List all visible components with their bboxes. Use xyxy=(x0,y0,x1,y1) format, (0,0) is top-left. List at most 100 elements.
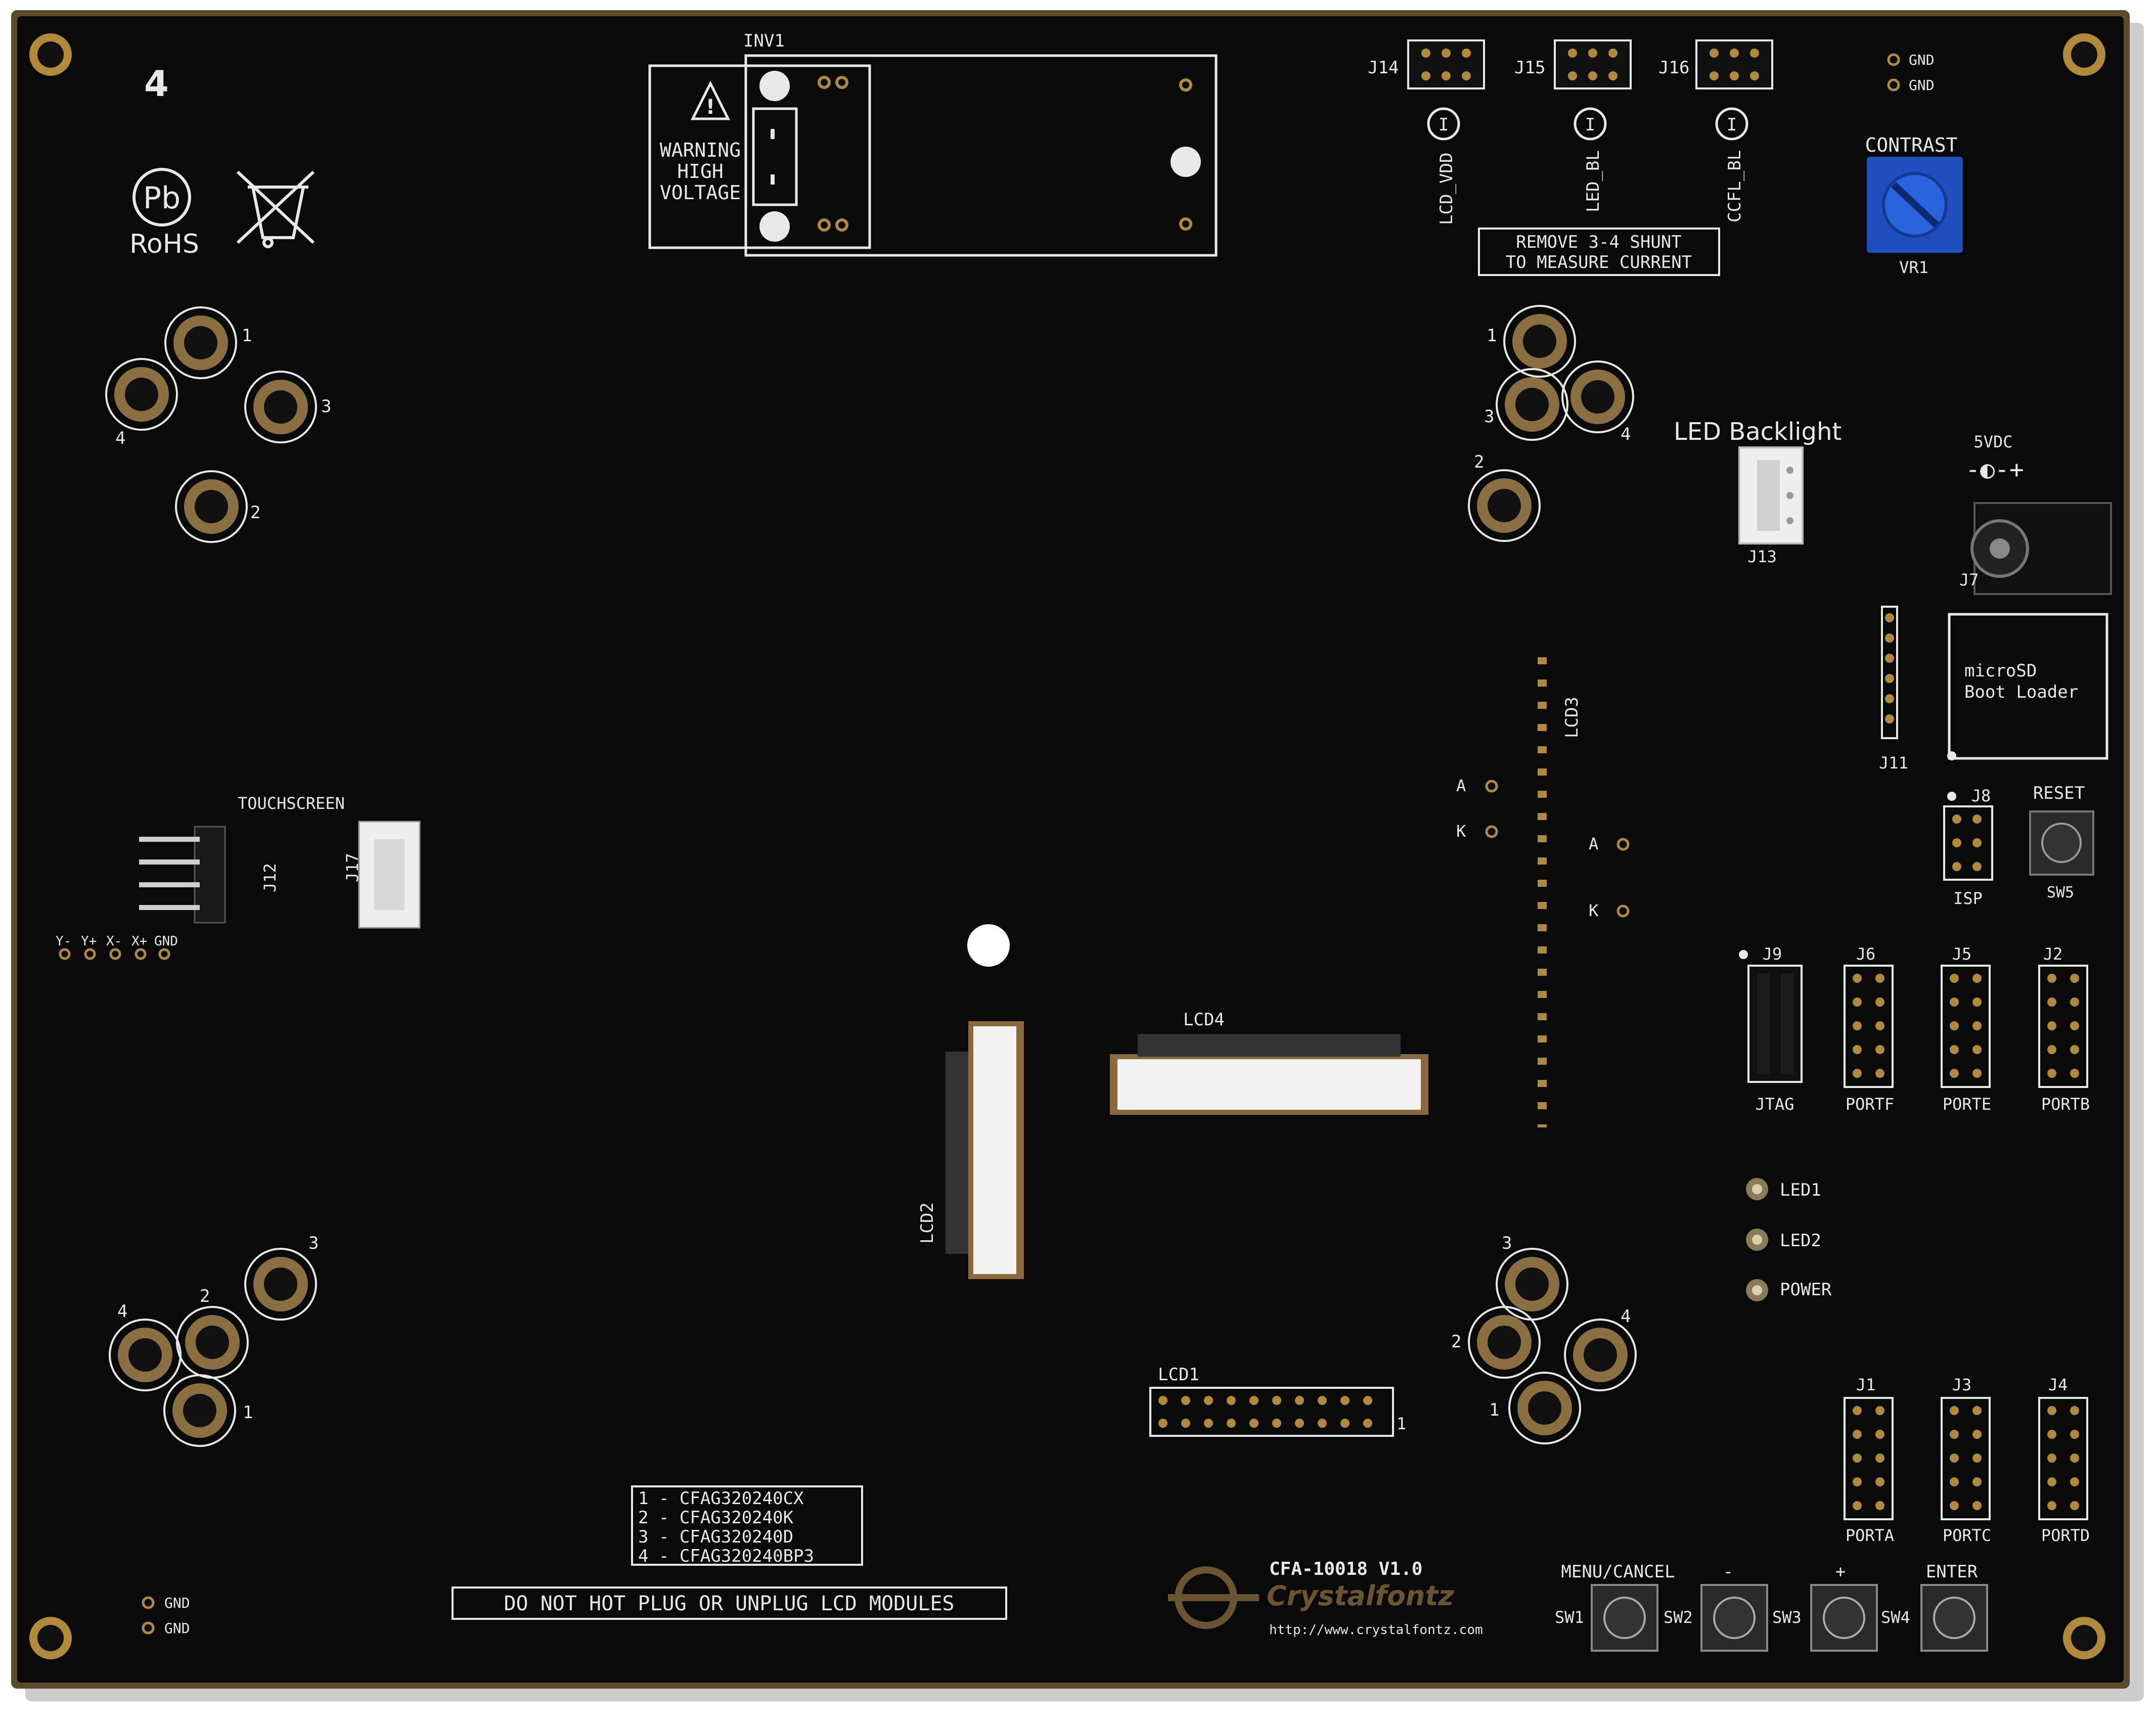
lcd1-header[interactable]: LCD1 1 xyxy=(1149,1365,1406,1437)
corner-mount-holes xyxy=(29,33,2105,1659)
svg-text:Boot Loader: Boot Loader xyxy=(1964,682,2078,702)
port-header-j6[interactable]: J6 PORTF xyxy=(1844,944,1894,1114)
svg-text:LCD2: LCD2 xyxy=(917,1202,937,1244)
svg-text:4: 4 xyxy=(115,428,125,448)
jumper-j14[interactable]: J14 I LCD_VDD xyxy=(1368,39,1485,225)
mount-group-top-right: 1 2 3 4 xyxy=(1468,305,1634,542)
svg-text:4: 4 xyxy=(1621,1306,1631,1327)
svg-text:K: K xyxy=(1589,901,1599,920)
led-backlight-connector-j13[interactable]: LED Backlight J13 xyxy=(1674,418,1841,566)
ammeter-icon xyxy=(1427,107,1460,141)
svg-text:TOUCHSCREEN: TOUCHSCREEN xyxy=(238,794,345,813)
power-led-label: POWER xyxy=(1780,1280,1832,1300)
port-header-j5[interactable]: J5 PORTE xyxy=(1941,944,1991,1114)
gnd-bottom: GND GND xyxy=(142,1595,190,1637)
crystalfontz-logo-icon xyxy=(1168,1566,1259,1629)
svg-text:SW5: SW5 xyxy=(2047,884,2074,901)
svg-text:1: 1 xyxy=(1397,1414,1406,1433)
svg-text:GND: GND xyxy=(1909,52,1935,68)
svg-text:J17: J17 xyxy=(343,853,362,882)
svg-text:J8: J8 xyxy=(1971,786,1991,805)
button-sw3[interactable]: + SW3 xyxy=(1772,1562,1878,1652)
reset-button-sw5[interactable]: RESET SW5 xyxy=(2029,783,2094,901)
svg-text:+: + xyxy=(1835,1562,1846,1582)
svg-text:J14: J14 xyxy=(1368,58,1399,78)
svg-text:4: 4 xyxy=(1621,424,1631,444)
svg-text:JTAG: JTAG xyxy=(1755,1095,1794,1114)
svg-text:CFA-10018 V1.0: CFA-10018 V1.0 xyxy=(1269,1559,1422,1579)
button-sw2[interactable]: - SW2 xyxy=(1664,1562,1768,1652)
svg-text:K: K xyxy=(1456,822,1466,841)
inverter-inv1: INV1 ! WARNING HIGH VOLTAGE xyxy=(648,31,1218,257)
port-header-j1[interactable]: J1 PORTA xyxy=(1844,1375,1894,1545)
svg-text:SW2: SW2 xyxy=(1664,1608,1693,1627)
svg-text:I: I xyxy=(1585,115,1595,135)
svg-text:GND: GND xyxy=(1909,77,1935,94)
lcd2-connector[interactable]: LCD2 xyxy=(917,1021,1024,1279)
svg-text:2 - CFAG320240K: 2 - CFAG320240K xyxy=(638,1508,794,1528)
svg-text:GND: GND xyxy=(154,934,178,949)
svg-text:2: 2 xyxy=(250,503,260,523)
inverter-warning-line1: WARNING xyxy=(660,139,741,161)
svg-text:J3: J3 xyxy=(1952,1375,1972,1394)
crossed-bin-icon xyxy=(236,170,315,248)
svg-text:CONTRAST: CONTRAST xyxy=(1865,134,1957,156)
jumper-j16[interactable]: J16 I CCFL_BL xyxy=(1658,39,1773,222)
svg-text:LCD_VDD: LCD_VDD xyxy=(1436,153,1457,225)
svg-text:J13: J13 xyxy=(1747,547,1777,566)
contrast-pot-vr1[interactable]: CONTRAST VR1 xyxy=(1865,134,1963,277)
power-jack-j7[interactable]: 5VDC -◐-+ J7 xyxy=(1959,432,2112,595)
warning-triangle-icon xyxy=(690,80,731,120)
port-header-j3[interactable]: J3 PORTC xyxy=(1941,1375,1991,1545)
pcb-surface xyxy=(17,16,2124,1683)
lcd-model-list: 1 - CFAG320240CX 2 - CFAG320240K 3 - CFA… xyxy=(631,1485,863,1566)
lcd3-header[interactable]: LCD3 A K A K xyxy=(1456,657,1630,1127)
svg-text:DO NOT HOT PLUG OR UNPLUG LCD: DO NOT HOT PLUG OR UNPLUG LCD MODULES xyxy=(504,1592,954,1615)
svg-text:2: 2 xyxy=(1451,1332,1461,1352)
svg-text:SW1: SW1 xyxy=(1555,1608,1584,1627)
port-header-j2[interactable]: J2 PORTB xyxy=(2038,944,2090,1114)
svg-text:RESET: RESET xyxy=(2033,783,2085,803)
led2-label: LED2 xyxy=(1780,1231,1821,1251)
button-sw1[interactable]: MENU/CANCEL SW1 xyxy=(1555,1562,1675,1652)
jtag-header-j9[interactable]: J9 JTAG xyxy=(1739,944,1803,1114)
svg-text:PORTF: PORTF xyxy=(1846,1095,1894,1114)
svg-text:2: 2 xyxy=(1474,452,1484,472)
isp-header-j8[interactable]: J8 ISP xyxy=(1943,786,1993,908)
mount-group-top-left: 1 2 3 4 xyxy=(105,306,331,543)
svg-text:MENU/CANCEL: MENU/CANCEL xyxy=(1561,1562,1675,1582)
lcd4-connector[interactable]: LCD4 xyxy=(1110,1010,1428,1115)
revision-mark: 4 xyxy=(144,63,169,105)
svg-text:CCFL_BL: CCFL_BL xyxy=(1725,150,1745,222)
svg-text:3 - CFAG320240D: 3 - CFAG320240D xyxy=(638,1527,793,1547)
ammeter-icon xyxy=(1574,107,1607,141)
mount-group-bottom-right: 1 2 3 4 xyxy=(1451,1233,1637,1444)
jumper-j15[interactable]: J15 I LED_BL xyxy=(1514,39,1632,212)
svg-text:X-: X- xyxy=(106,934,122,949)
polarity-icon: -◐-+ xyxy=(1965,456,2024,484)
svg-text:http://www.crystalfontz.com: http://www.crystalfontz.com xyxy=(1269,1622,1483,1638)
svg-text:VR1: VR1 xyxy=(1899,258,1928,277)
inverter-warning-line3: VOLTAGE xyxy=(660,182,741,204)
ammeter-icon xyxy=(1715,107,1748,141)
svg-text:SW3: SW3 xyxy=(1772,1608,1802,1627)
svg-text:Crystalfontz: Crystalfontz xyxy=(1267,1580,1454,1612)
led1-label: LED1 xyxy=(1780,1180,1821,1200)
svg-text:PORTC: PORTC xyxy=(1943,1526,1991,1545)
button-sw4[interactable]: ENTER SW4 xyxy=(1881,1562,1988,1652)
svg-text:LCD1: LCD1 xyxy=(1158,1365,1199,1385)
svg-text:-: - xyxy=(1723,1562,1733,1582)
svg-text:A: A xyxy=(1589,834,1598,853)
svg-text:J16: J16 xyxy=(1658,58,1689,78)
touchscreen-connectors[interactable]: TOUCHSCREEN J12 J17 Y- Y+ X- X+ GND xyxy=(56,794,421,960)
hot-plug-warning: DO NOT HOT PLUG OR UNPLUG LCD MODULES xyxy=(452,1587,1007,1620)
svg-text:J1: J1 xyxy=(1856,1375,1876,1394)
crystalfontz-branding: CFA-10018 V1.0 Crystalfontz http://www.c… xyxy=(1168,1559,1483,1638)
svg-text:J4: J4 xyxy=(2048,1375,2068,1394)
svg-text:PORTB: PORTB xyxy=(2041,1095,2090,1114)
svg-text:1: 1 xyxy=(1489,1400,1499,1420)
svg-text:INV1: INV1 xyxy=(743,31,785,51)
svg-text:J6: J6 xyxy=(1856,944,1876,964)
svg-text:PORTD: PORTD xyxy=(2041,1526,2090,1545)
port-header-j4[interactable]: J4 PORTD xyxy=(2038,1375,2090,1545)
